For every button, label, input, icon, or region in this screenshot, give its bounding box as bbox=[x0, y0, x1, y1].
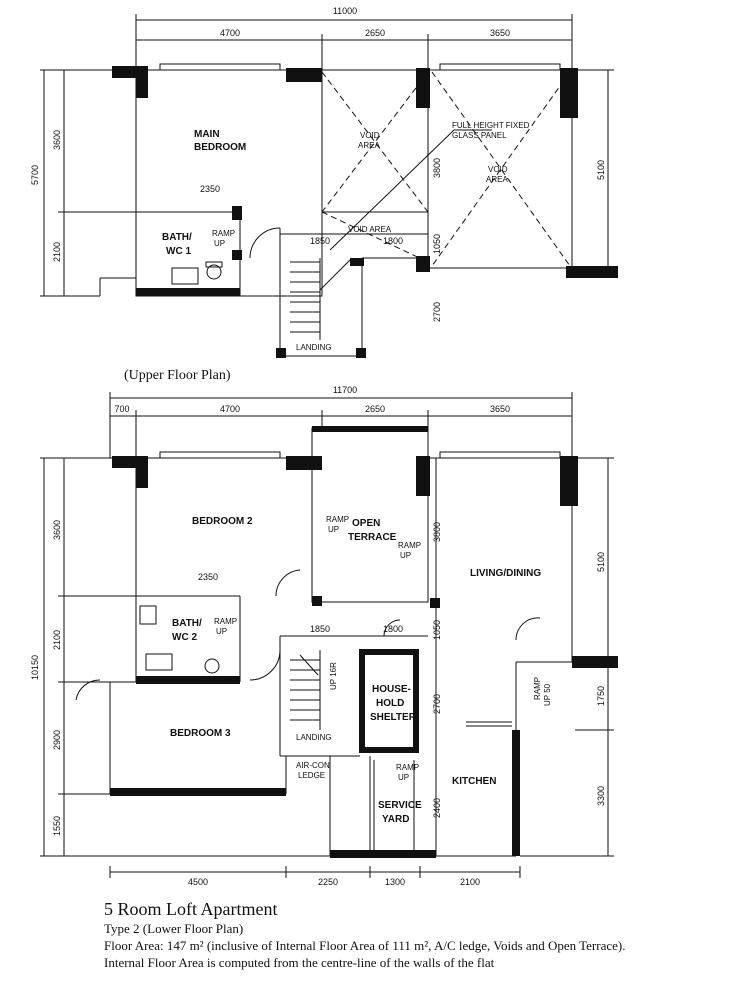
caption-title: 5 Room Loft Apartment bbox=[104, 899, 278, 919]
upper-dim-v3: 2700 bbox=[432, 302, 442, 322]
lower-dim-b: 4700 bbox=[220, 404, 240, 414]
upper-dim-stair-b: 1800 bbox=[383, 236, 403, 246]
room-kitchen: KITCHEN bbox=[452, 776, 496, 787]
lower-dim-left-b: 2100 bbox=[52, 630, 62, 650]
upper-dim-left-a: 3600 bbox=[52, 130, 62, 150]
lower-dim-right-b: 1750 bbox=[596, 686, 606, 706]
room-household-2: HOLD bbox=[376, 698, 404, 709]
room-bath2-1: BATH/ bbox=[172, 618, 202, 629]
upper-ramp-1: RAMP bbox=[212, 229, 235, 238]
upper-dim-v2: 1050 bbox=[432, 234, 442, 254]
lower-dim-left-d: 1550 bbox=[52, 816, 62, 836]
void1-1: VOID bbox=[360, 131, 380, 140]
room-bath2-2: WC 2 bbox=[172, 632, 197, 643]
upper-dim-right-a: 5100 bbox=[596, 160, 606, 180]
void3: VOID AREA bbox=[348, 225, 392, 234]
void2-2: AREA bbox=[486, 175, 508, 184]
service-ramp-2: UP bbox=[398, 773, 409, 782]
room-aircon-1: AIR-CON bbox=[296, 761, 330, 770]
upper-ramp-2: UP bbox=[214, 239, 225, 248]
lower-dim-left-a: 3600 bbox=[52, 520, 62, 540]
lower-landing: LANDING bbox=[296, 733, 332, 742]
upper-floor-caption: (Upper Floor Plan) bbox=[124, 368, 231, 383]
lower-dim-a: 700 bbox=[114, 404, 129, 414]
room-aircon-2: LEDGE bbox=[298, 771, 325, 780]
void1-2: AREA bbox=[358, 141, 380, 150]
lower-dim-v2: 1050 bbox=[432, 620, 442, 640]
caption-type: Type 2 (Lower Floor Plan) bbox=[104, 921, 244, 936]
caption-area: Floor Area: 147 m² (inclusive of Interna… bbox=[104, 938, 626, 953]
upper-dim-left-total: 5700 bbox=[30, 165, 40, 185]
lower-dim-bottom-b: 2250 bbox=[318, 877, 338, 887]
room-household-1: HOUSE- bbox=[372, 684, 411, 695]
upper-dim-c: 3650 bbox=[490, 28, 510, 38]
bath2-ramp-2: UP bbox=[216, 627, 227, 636]
caption-note: Internal Floor Area is computed from the… bbox=[104, 955, 495, 970]
ramp-50-1: RAMP bbox=[533, 677, 542, 700]
room-service-2: YARD bbox=[382, 814, 409, 825]
room-main-bedroom-1: MAIN bbox=[194, 129, 220, 140]
terrace-ramp-1: RAMP bbox=[326, 515, 349, 524]
lower-dim-v3: 2700 bbox=[432, 694, 442, 714]
bath2-ramp-1: RAMP bbox=[214, 617, 237, 626]
upper-dim-left-b: 2100 bbox=[52, 242, 62, 262]
lower-dim-v1: 3800 bbox=[432, 522, 442, 542]
upper-dim-v1: 3800 bbox=[432, 158, 442, 178]
room-household-3: SHELTER bbox=[370, 712, 417, 723]
room-main-bedroom-2: BEDROOM bbox=[194, 142, 246, 153]
upper-dim-stair-a: 1850 bbox=[310, 236, 330, 246]
upper-dim-total: 11000 bbox=[333, 6, 357, 16]
glass-panel-1: FULL HEIGHT FIXED bbox=[452, 121, 530, 130]
lower-up16r: UP 16R bbox=[329, 662, 338, 690]
terrace-ramp-b-2: UP bbox=[400, 551, 411, 560]
room-bedroom2: BEDROOM 2 bbox=[192, 516, 253, 527]
terrace-ramp-2: UP bbox=[328, 525, 339, 534]
room-terrace-2: TERRACE bbox=[348, 532, 397, 543]
lower-dim-d: 3650 bbox=[490, 404, 510, 414]
lower-dim-stair-b: 1800 bbox=[383, 624, 403, 634]
lower-dim-left-c: 2900 bbox=[52, 730, 62, 750]
lower-dim-left-total: 10150 bbox=[30, 655, 40, 680]
plan-caption: 5 Room Loft Apartment Type 2 (Lower Floo… bbox=[104, 898, 625, 971]
lower-dim-bottom-d: 2100 bbox=[460, 877, 480, 887]
room-service-1: SERVICE bbox=[378, 800, 422, 811]
lower-dim-stair-a: 1850 bbox=[310, 624, 330, 634]
lower-dim-v4: 2400 bbox=[432, 798, 442, 818]
room-bath1-2: WC 1 bbox=[166, 246, 191, 257]
terrace-ramp-b-1: RAMP bbox=[398, 541, 421, 550]
room-terrace-1: OPEN bbox=[352, 518, 380, 529]
lower-dim-right-c: 3300 bbox=[596, 786, 606, 806]
service-ramp-1: RAMP bbox=[396, 763, 419, 772]
room-bedroom3: BEDROOM 3 bbox=[170, 728, 231, 739]
upper-dim-b: 2650 bbox=[365, 28, 385, 38]
lower-dim-bottom-c: 1300 bbox=[385, 877, 405, 887]
upper-landing: LANDING bbox=[296, 343, 332, 352]
glass-panel-2: GLASS PANEL bbox=[452, 131, 507, 140]
lower-dim-total: 11700 bbox=[333, 385, 357, 395]
lower-dim-right-a: 5100 bbox=[596, 552, 606, 572]
lower-dim-bottom-a: 4500 bbox=[188, 877, 208, 887]
lower-dim-c: 2650 bbox=[365, 404, 385, 414]
lower-dim-bath: 2350 bbox=[198, 572, 218, 582]
ramp-50-2: UP 50 bbox=[543, 683, 552, 706]
void2-1: VOID bbox=[488, 165, 508, 174]
room-bath1-1: BATH/ bbox=[162, 232, 192, 243]
upper-dim-bath: 2350 bbox=[200, 184, 220, 194]
room-living: LIVING/DINING bbox=[470, 568, 541, 579]
upper-dim-a: 4700 bbox=[220, 28, 240, 38]
